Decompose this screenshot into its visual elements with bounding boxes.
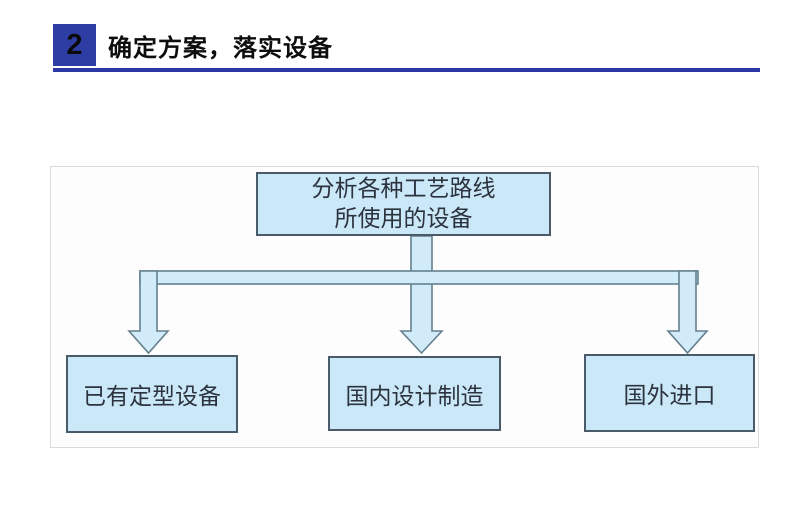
flowchart-panel: 分析各种工艺路线 所使用的设备 已有定型设备 国内设计制造 国外进口 [50, 166, 759, 448]
down-arrow-center-icon [399, 235, 444, 355]
root-node-label-line1: 分析各种工艺路线 [311, 175, 496, 201]
down-arrow-left-icon [127, 270, 170, 355]
leaf-node-label: 已有定型设备 [83, 384, 221, 409]
flowchart-node-existing-equipment: 已有定型设备 [66, 355, 238, 433]
flowchart-node-foreign-import: 国外进口 [584, 354, 755, 432]
header-divider-rule [53, 68, 760, 72]
leaf-node-label: 国内设计制造 [345, 383, 484, 409]
flowchart-node-domestic-design: 国内设计制造 [328, 356, 501, 431]
flowchart-root-node: 分析各种工艺路线 所使用的设备 [256, 172, 551, 236]
root-node-label-line2: 所使用的设备 [334, 206, 473, 231]
section-number-badge: 2 [53, 24, 96, 66]
page-title: 确定方案，落实设备 [108, 34, 333, 62]
leaf-node-label: 国外进口 [623, 383, 716, 408]
horizontal-connector-bar [139, 270, 699, 285]
down-arrow-right-icon [666, 270, 709, 355]
